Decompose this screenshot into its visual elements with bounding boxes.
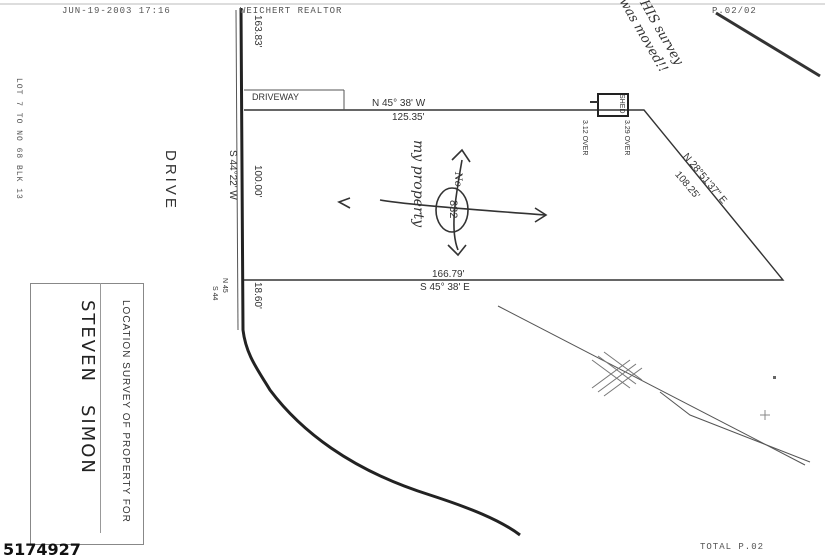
fax-total-pages: TOTAL P.02: [700, 542, 765, 552]
lot-boundary: [244, 109, 785, 281]
street-name: DRIVE: [162, 150, 179, 211]
fax-sender: WEICHERT REALTOR: [240, 6, 343, 16]
stream-line-b: [659, 391, 811, 463]
frontage-line-thin: [235, 9, 239, 331]
top-corner-distance: 163.83': [252, 15, 263, 48]
frontage-line: [239, 7, 521, 537]
handwritten-property-label: my property: [410, 140, 426, 228]
owner-first-name: STEVEN: [77, 300, 98, 383]
driveway-label: DRIVEWAY: [252, 92, 300, 102]
title-block-frame: [30, 283, 144, 545]
south-length: 166.79': [432, 269, 465, 280]
shed-over-a: 3.29 OVER: [623, 120, 630, 156]
shed-label: SHED: [618, 94, 625, 114]
left-edge-note: LOT 7 TO NO 68 BLK 13: [14, 78, 23, 200]
dot-mark: [773, 376, 776, 379]
small-mark-b: S 44: [211, 286, 218, 301]
bottom-corner-distance: 18.60': [252, 282, 263, 309]
shed-over-b: 3.12 OVER: [581, 120, 588, 156]
corner-slash-mark: [715, 11, 821, 78]
house-number: 832: [447, 200, 459, 219]
title-block-heading: LOCATION SURVEY OF PROPERTY FOR: [120, 300, 131, 523]
south-bearing: S 45° 38' E: [420, 282, 470, 293]
owner-last-name: SIMON: [77, 405, 98, 475]
north-bearing: N 45° 38' W: [372, 98, 426, 109]
stream-line-a: [497, 305, 806, 466]
house-number-prefix: No.: [452, 172, 463, 190]
title-block-divider: [100, 283, 101, 533]
hatch-mark: [591, 351, 643, 397]
west-length: 100.00': [252, 165, 263, 198]
shed-outline: [597, 93, 629, 117]
west-bearing: S 44°22' W: [227, 150, 238, 200]
small-mark-a: N 45: [221, 278, 228, 293]
fax-date-time: JUN-19-2003 17:16: [62, 6, 171, 16]
handwritten-arrows: [337, 148, 548, 257]
fax-page: P.02/02: [712, 6, 757, 16]
listing-id: 5174927: [3, 540, 81, 559]
north-length: 125.35': [392, 112, 425, 123]
